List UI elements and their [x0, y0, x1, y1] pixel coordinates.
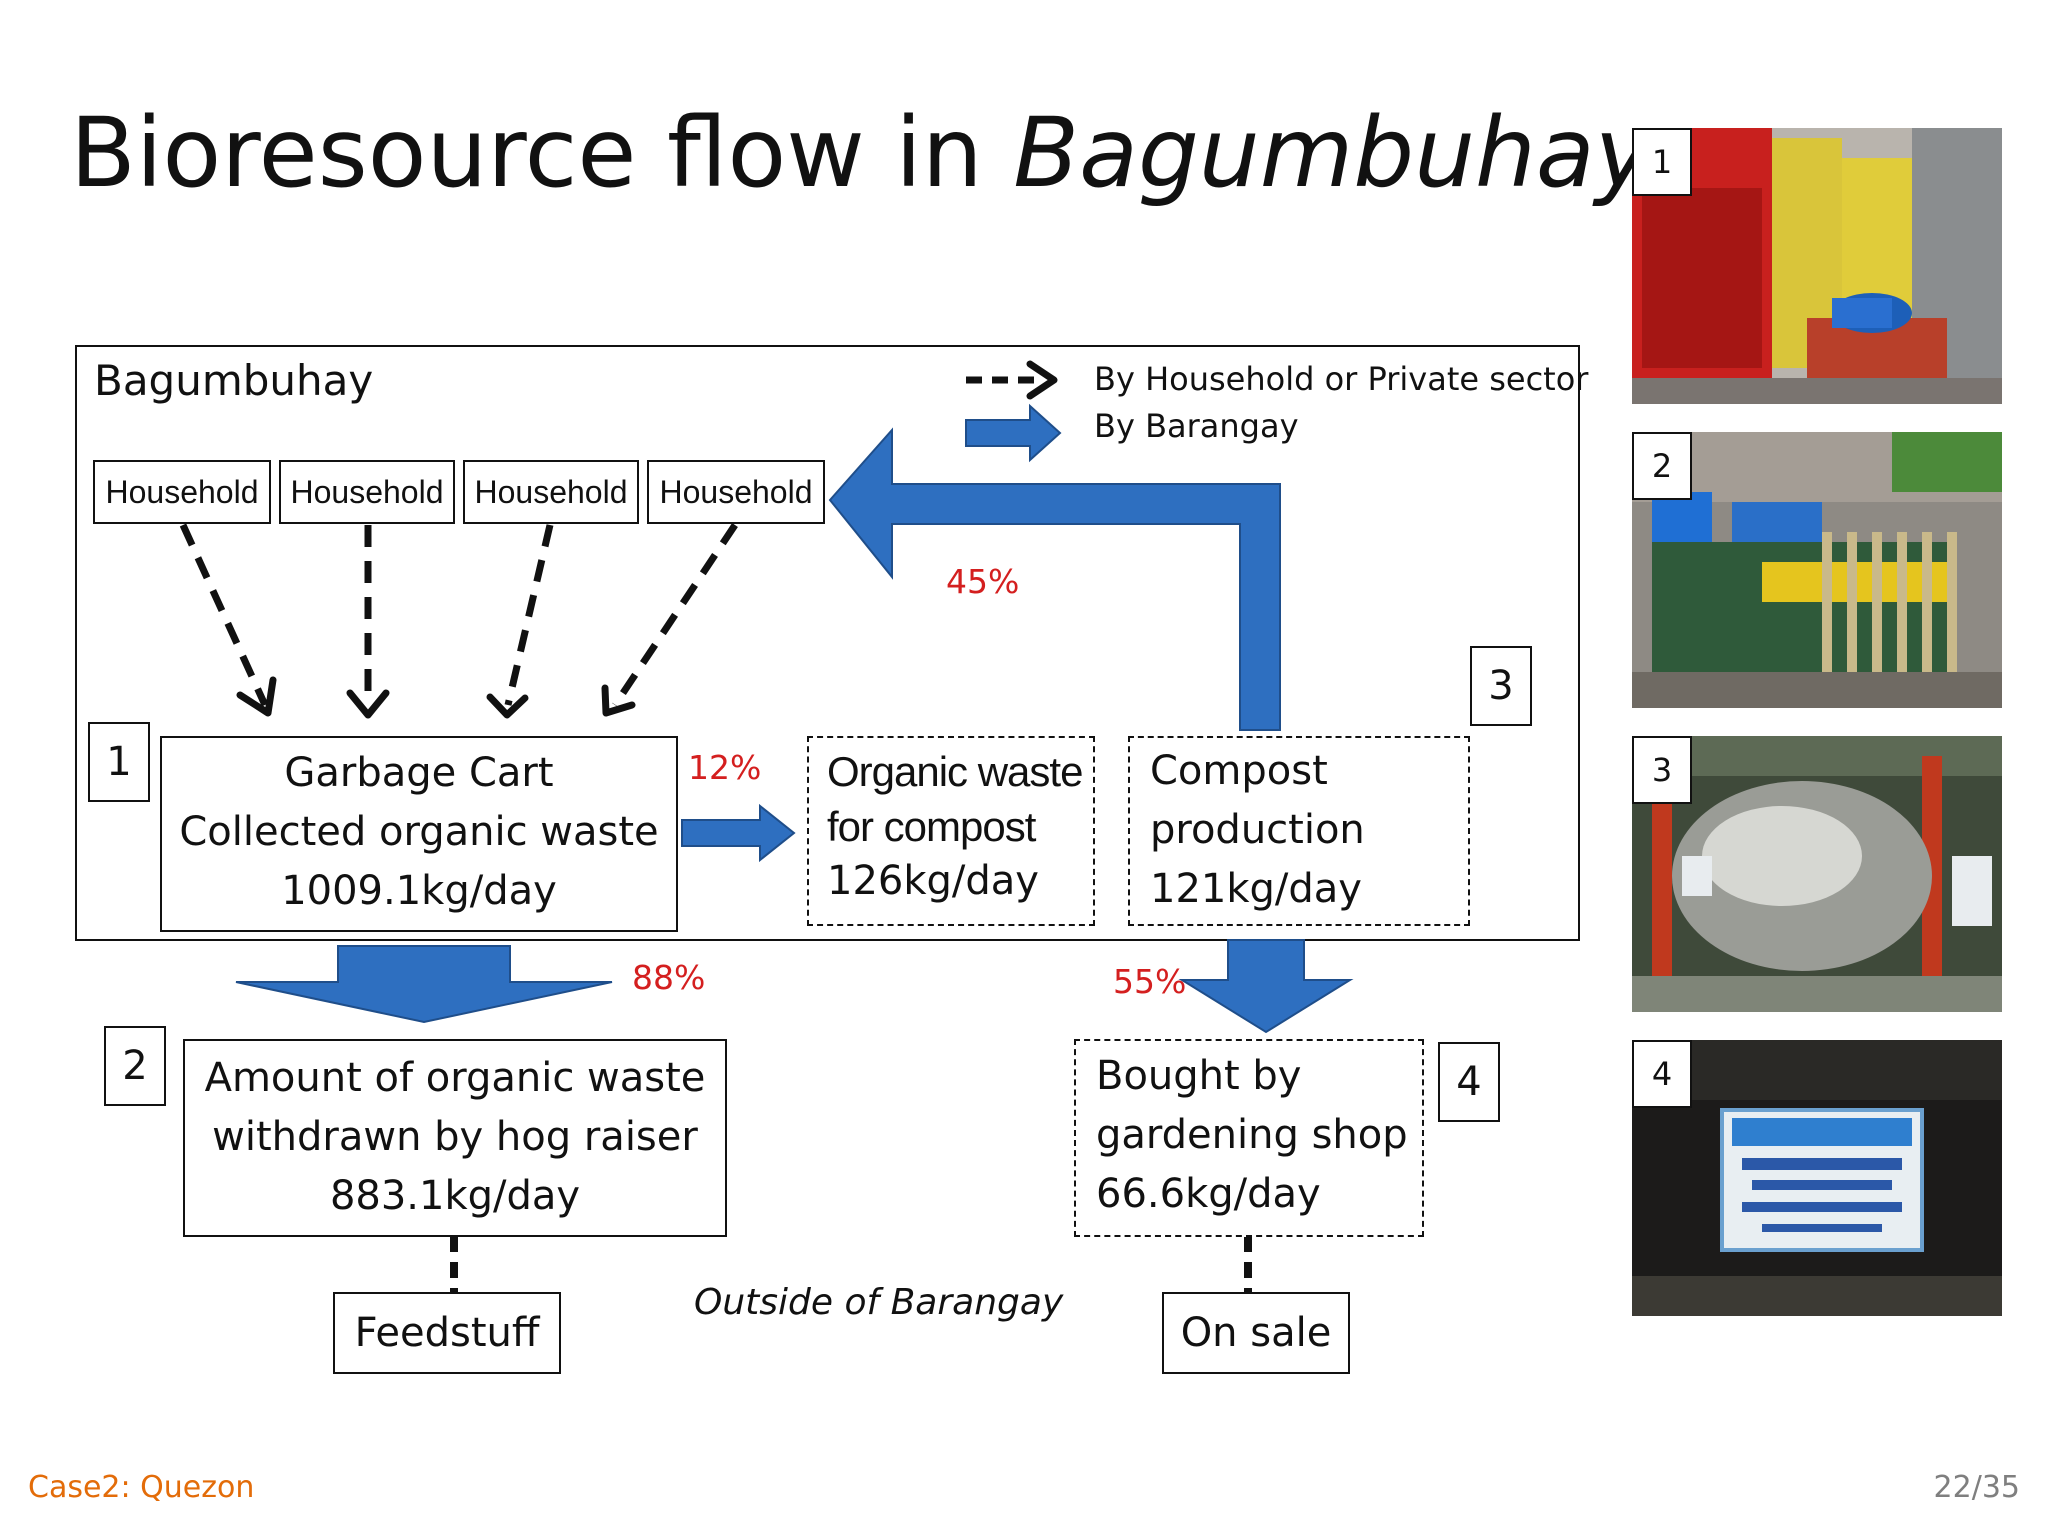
compost-production-line2: production	[1150, 807, 1365, 853]
photo-marker-2: 2	[1632, 432, 1692, 500]
hog-raiser-box: Amount of organic waste withdrawn by hog…	[183, 1039, 727, 1237]
gardening-shop-line2: gardening shop	[1096, 1112, 1408, 1158]
arrow-cart-to-compost	[681, 803, 796, 863]
household-4-arrow	[612, 523, 738, 707]
photo-compost-drum	[1632, 736, 2002, 1012]
legend-blue-arrow	[965, 403, 1062, 463]
organic-compost-line2: for compost	[827, 803, 1036, 850]
photo-marker-3: 3	[1632, 736, 1692, 804]
compost-production-line1: Compost	[1150, 748, 1328, 794]
collection-pen-photo-icon	[1632, 432, 2002, 708]
garbage-cart-box: Garbage Cart Collected organic waste 100…	[160, 736, 678, 932]
marker-1: 1	[88, 722, 150, 802]
legend-household-label: By Household or Private sector	[1094, 360, 1589, 398]
legend-dashed-arrow	[966, 360, 1058, 400]
garbage-cart-title: Garbage Cart	[284, 750, 554, 796]
household-box-4: Household	[647, 460, 825, 524]
photo-marker-4: 4	[1632, 1040, 1692, 1108]
slide-title: Bioresource flow in Bagumbuhay	[70, 98, 1652, 208]
legend-barangay-label: By Barangay	[1094, 407, 1299, 445]
photo-marker-1: 1	[1632, 128, 1692, 196]
percent-88: 88%	[632, 958, 706, 997]
photo-garden-sign	[1632, 1040, 2002, 1316]
percent-45: 45%	[946, 562, 1020, 601]
household-arrowheads	[236, 676, 636, 719]
hog-raiser-line2: withdrawn by hog raiser	[212, 1114, 698, 1160]
photo-collection-pen	[1632, 432, 2002, 708]
gardening-shop-line1: Bought by	[1096, 1053, 1302, 1099]
compost-drum-photo-icon	[1632, 736, 2002, 1012]
garden-shop-sign-photo-icon	[1632, 1040, 2002, 1316]
feedstuff-box: Feedstuff	[333, 1292, 561, 1374]
marker-3: 3	[1470, 646, 1532, 726]
region-label: Bagumbuhay	[94, 356, 374, 405]
compost-production-box: Compost production 121kg/day	[1128, 736, 1470, 926]
garbage-cart-amount: 1009.1kg/day	[281, 868, 557, 914]
household-1-arrow	[179, 523, 269, 707]
footer-page-number: 22/35	[1933, 1470, 2020, 1505]
outside-barangay-label: Outside of Barangay	[694, 1282, 1064, 1323]
organic-compost-box: Organic waste for compost 126kg/day	[807, 736, 1095, 926]
compost-production-amount: 121kg/day	[1150, 866, 1362, 912]
marker-4: 4	[1438, 1042, 1500, 1122]
household-to-cart-arrows	[179, 523, 738, 707]
on-sale-box: On sale	[1162, 1292, 1350, 1374]
percent-55: 55%	[1113, 962, 1187, 1001]
gardening-shop-box: Bought by gardening shop 66.6kg/day	[1074, 1039, 1424, 1237]
organic-compost-line1: Organic waste	[827, 748, 1083, 795]
arrow-to-gardening-shop	[1178, 939, 1354, 1034]
marker-2: 2	[104, 1026, 166, 1106]
garbage-cart-subtitle: Collected organic waste	[179, 809, 659, 855]
household-box-3: Household	[463, 460, 639, 524]
return-arrow-to-households	[828, 427, 1281, 731]
household-box-2: Household	[279, 460, 455, 524]
gardening-shop-amount: 66.6kg/day	[1096, 1171, 1321, 1217]
bagumbuhay-region-box	[75, 345, 1580, 941]
title-italic-text: Bagumbuhay	[1013, 97, 1652, 209]
footer-case-label: Case2: Quezon	[28, 1470, 255, 1505]
hog-raiser-amount: 883.1kg/day	[329, 1173, 581, 1219]
percent-12: 12%	[688, 748, 762, 787]
title-text: Bioresource flow in	[70, 97, 1014, 209]
hog-raiser-line1: Amount of organic waste	[204, 1055, 706, 1101]
household-3-arrow	[504, 524, 554, 706]
arrow-to-hog-raiser	[235, 945, 613, 1024]
household-box-1: Household	[93, 460, 271, 524]
organic-compost-amount: 126kg/day	[827, 858, 1039, 904]
